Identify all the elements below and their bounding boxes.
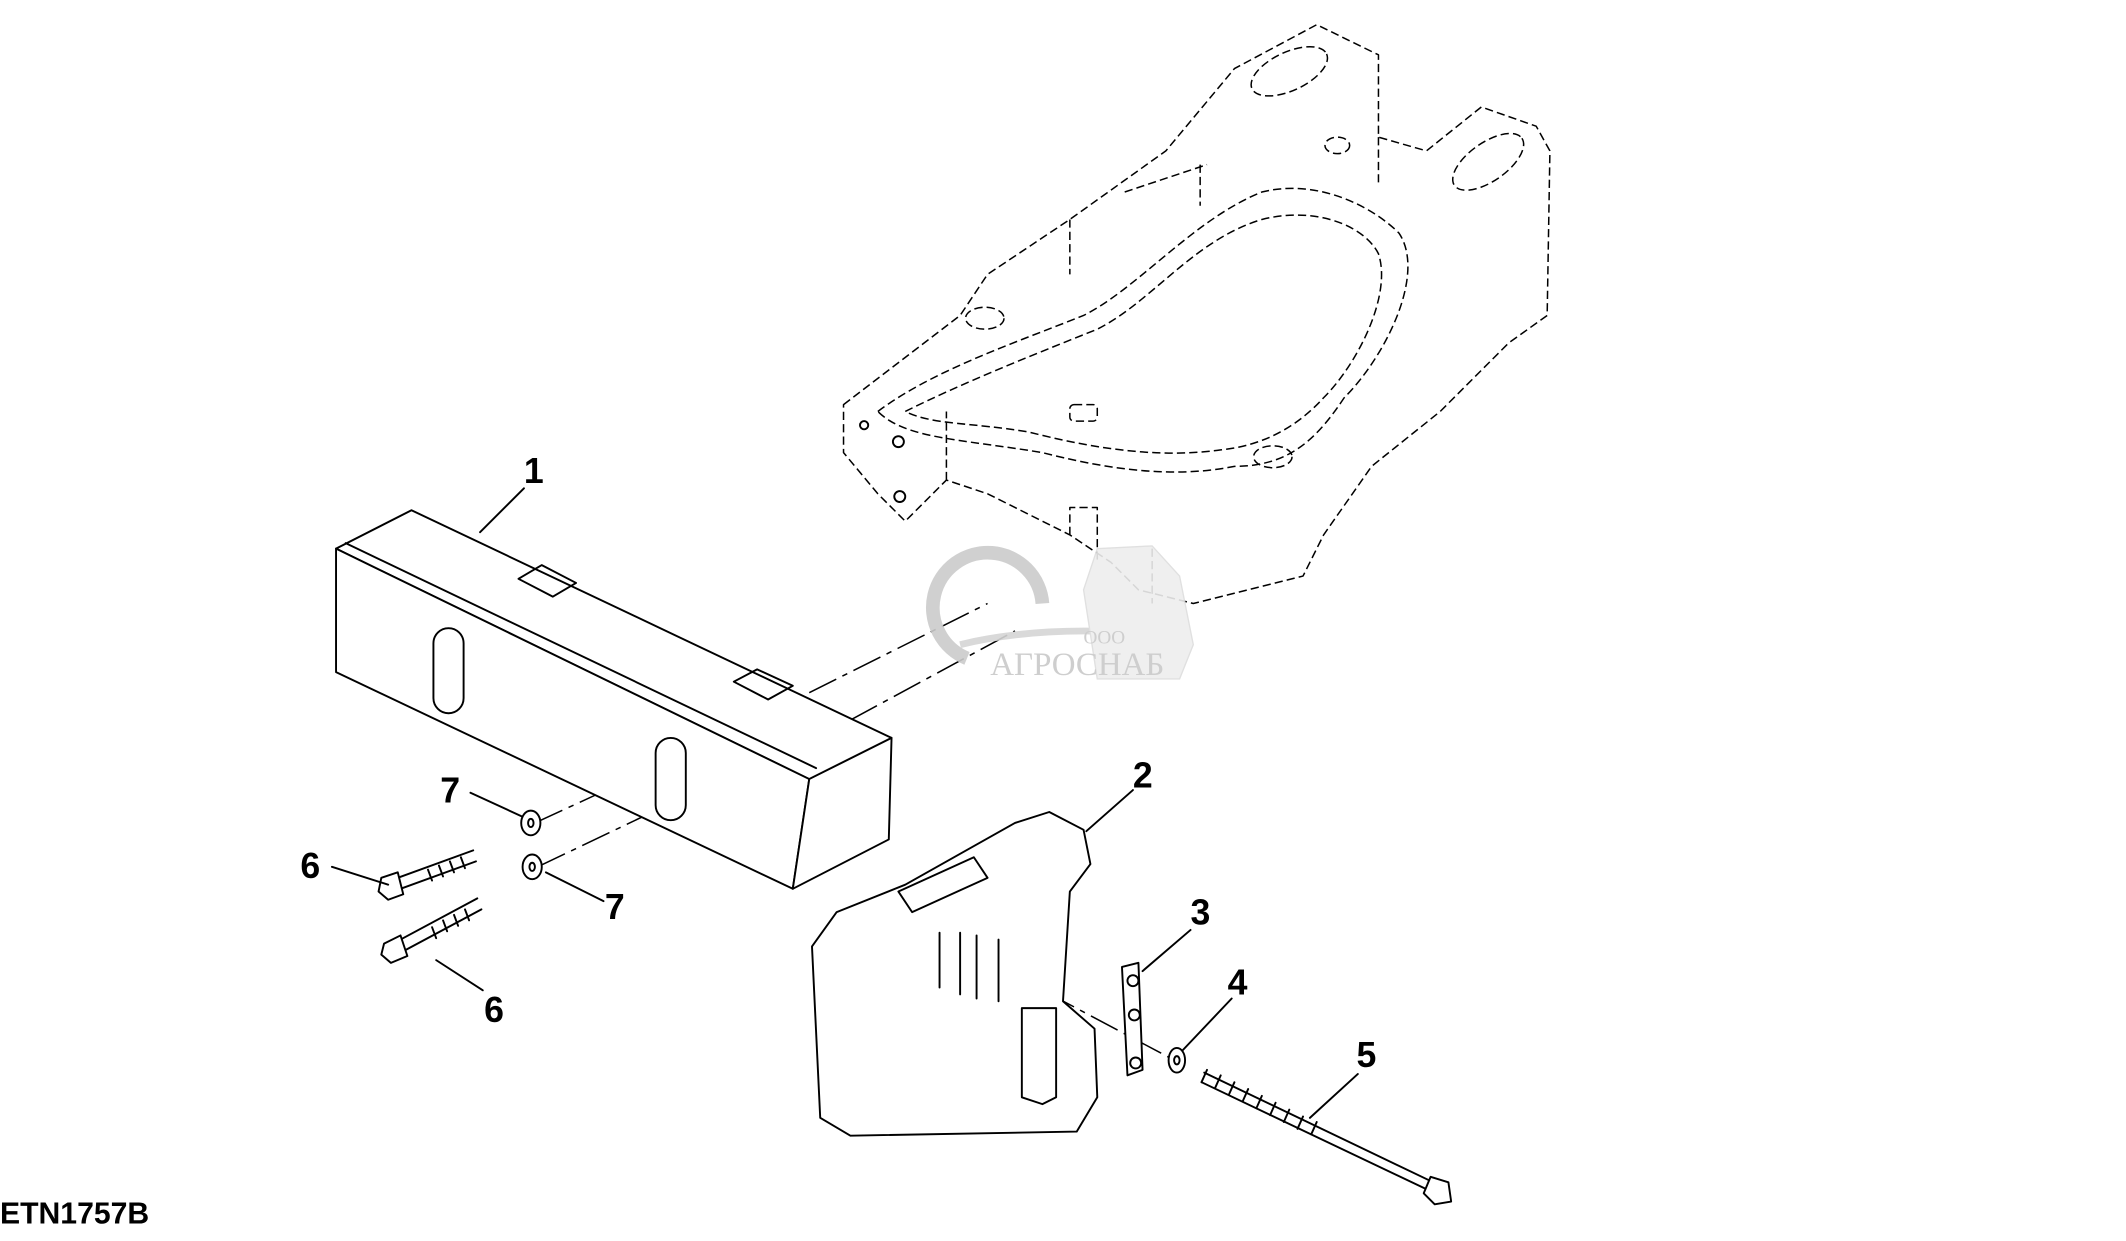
callout-3: 3 (1191, 892, 1211, 932)
part-4-washer (1167, 1046, 1187, 1074)
callout-4: 4 (1228, 962, 1248, 1002)
callout-6a: 6 (300, 846, 320, 886)
part-2-suitcase-weight (811, 811, 1099, 1137)
part-1-weight-bracket (335, 509, 893, 890)
leader-lines (330, 487, 1359, 1119)
callout-1: 1 (524, 451, 544, 491)
callout-6b: 6 (484, 990, 504, 1030)
callout-7b: 7 (605, 887, 625, 927)
callout-7a: 7 (440, 770, 460, 810)
callout-2: 2 (1133, 755, 1153, 795)
part-7-washers (520, 809, 543, 881)
watermark-name: АГРОСНАБ (990, 647, 1164, 683)
part-6-bolts (377, 849, 483, 964)
part-3-plate (1121, 961, 1144, 1077)
tractor-front-frame (842, 23, 1551, 605)
watermark-logo: ООО АГРОСНАБ (926, 545, 1195, 683)
part-5-long-bolt (1200, 1068, 1453, 1206)
callout-5: 5 (1357, 1035, 1377, 1075)
watermark-prefix: ООО (1084, 627, 1126, 648)
figure-id: ETN1757B (0, 1197, 149, 1230)
